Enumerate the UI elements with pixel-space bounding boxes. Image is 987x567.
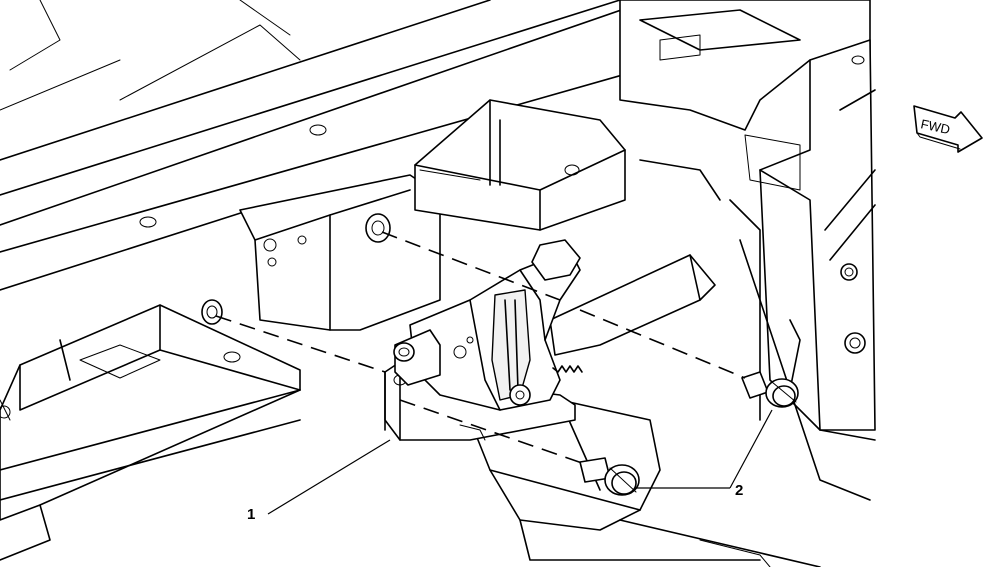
lower-crossmember: [0, 304, 301, 561]
forward-direction-label: FWD: [919, 116, 951, 137]
latch-mount-panel: [201, 174, 441, 331]
forward-arrow-icon: FWD: [913, 105, 983, 153]
bolt-upper: [741, 371, 799, 408]
callout-1-label: 1: [247, 506, 255, 523]
callout-2-label: 2: [735, 482, 743, 499]
callout-leaders: [267, 409, 773, 515]
bolt-lower: [579, 457, 640, 496]
upper-tie-bar: [0, 0, 701, 291]
right-side-support: [619, 0, 876, 501]
upper-box-bracket: [414, 99, 626, 231]
hood-latch: [384, 239, 716, 441]
alignment-lines: [215, 231, 746, 465]
